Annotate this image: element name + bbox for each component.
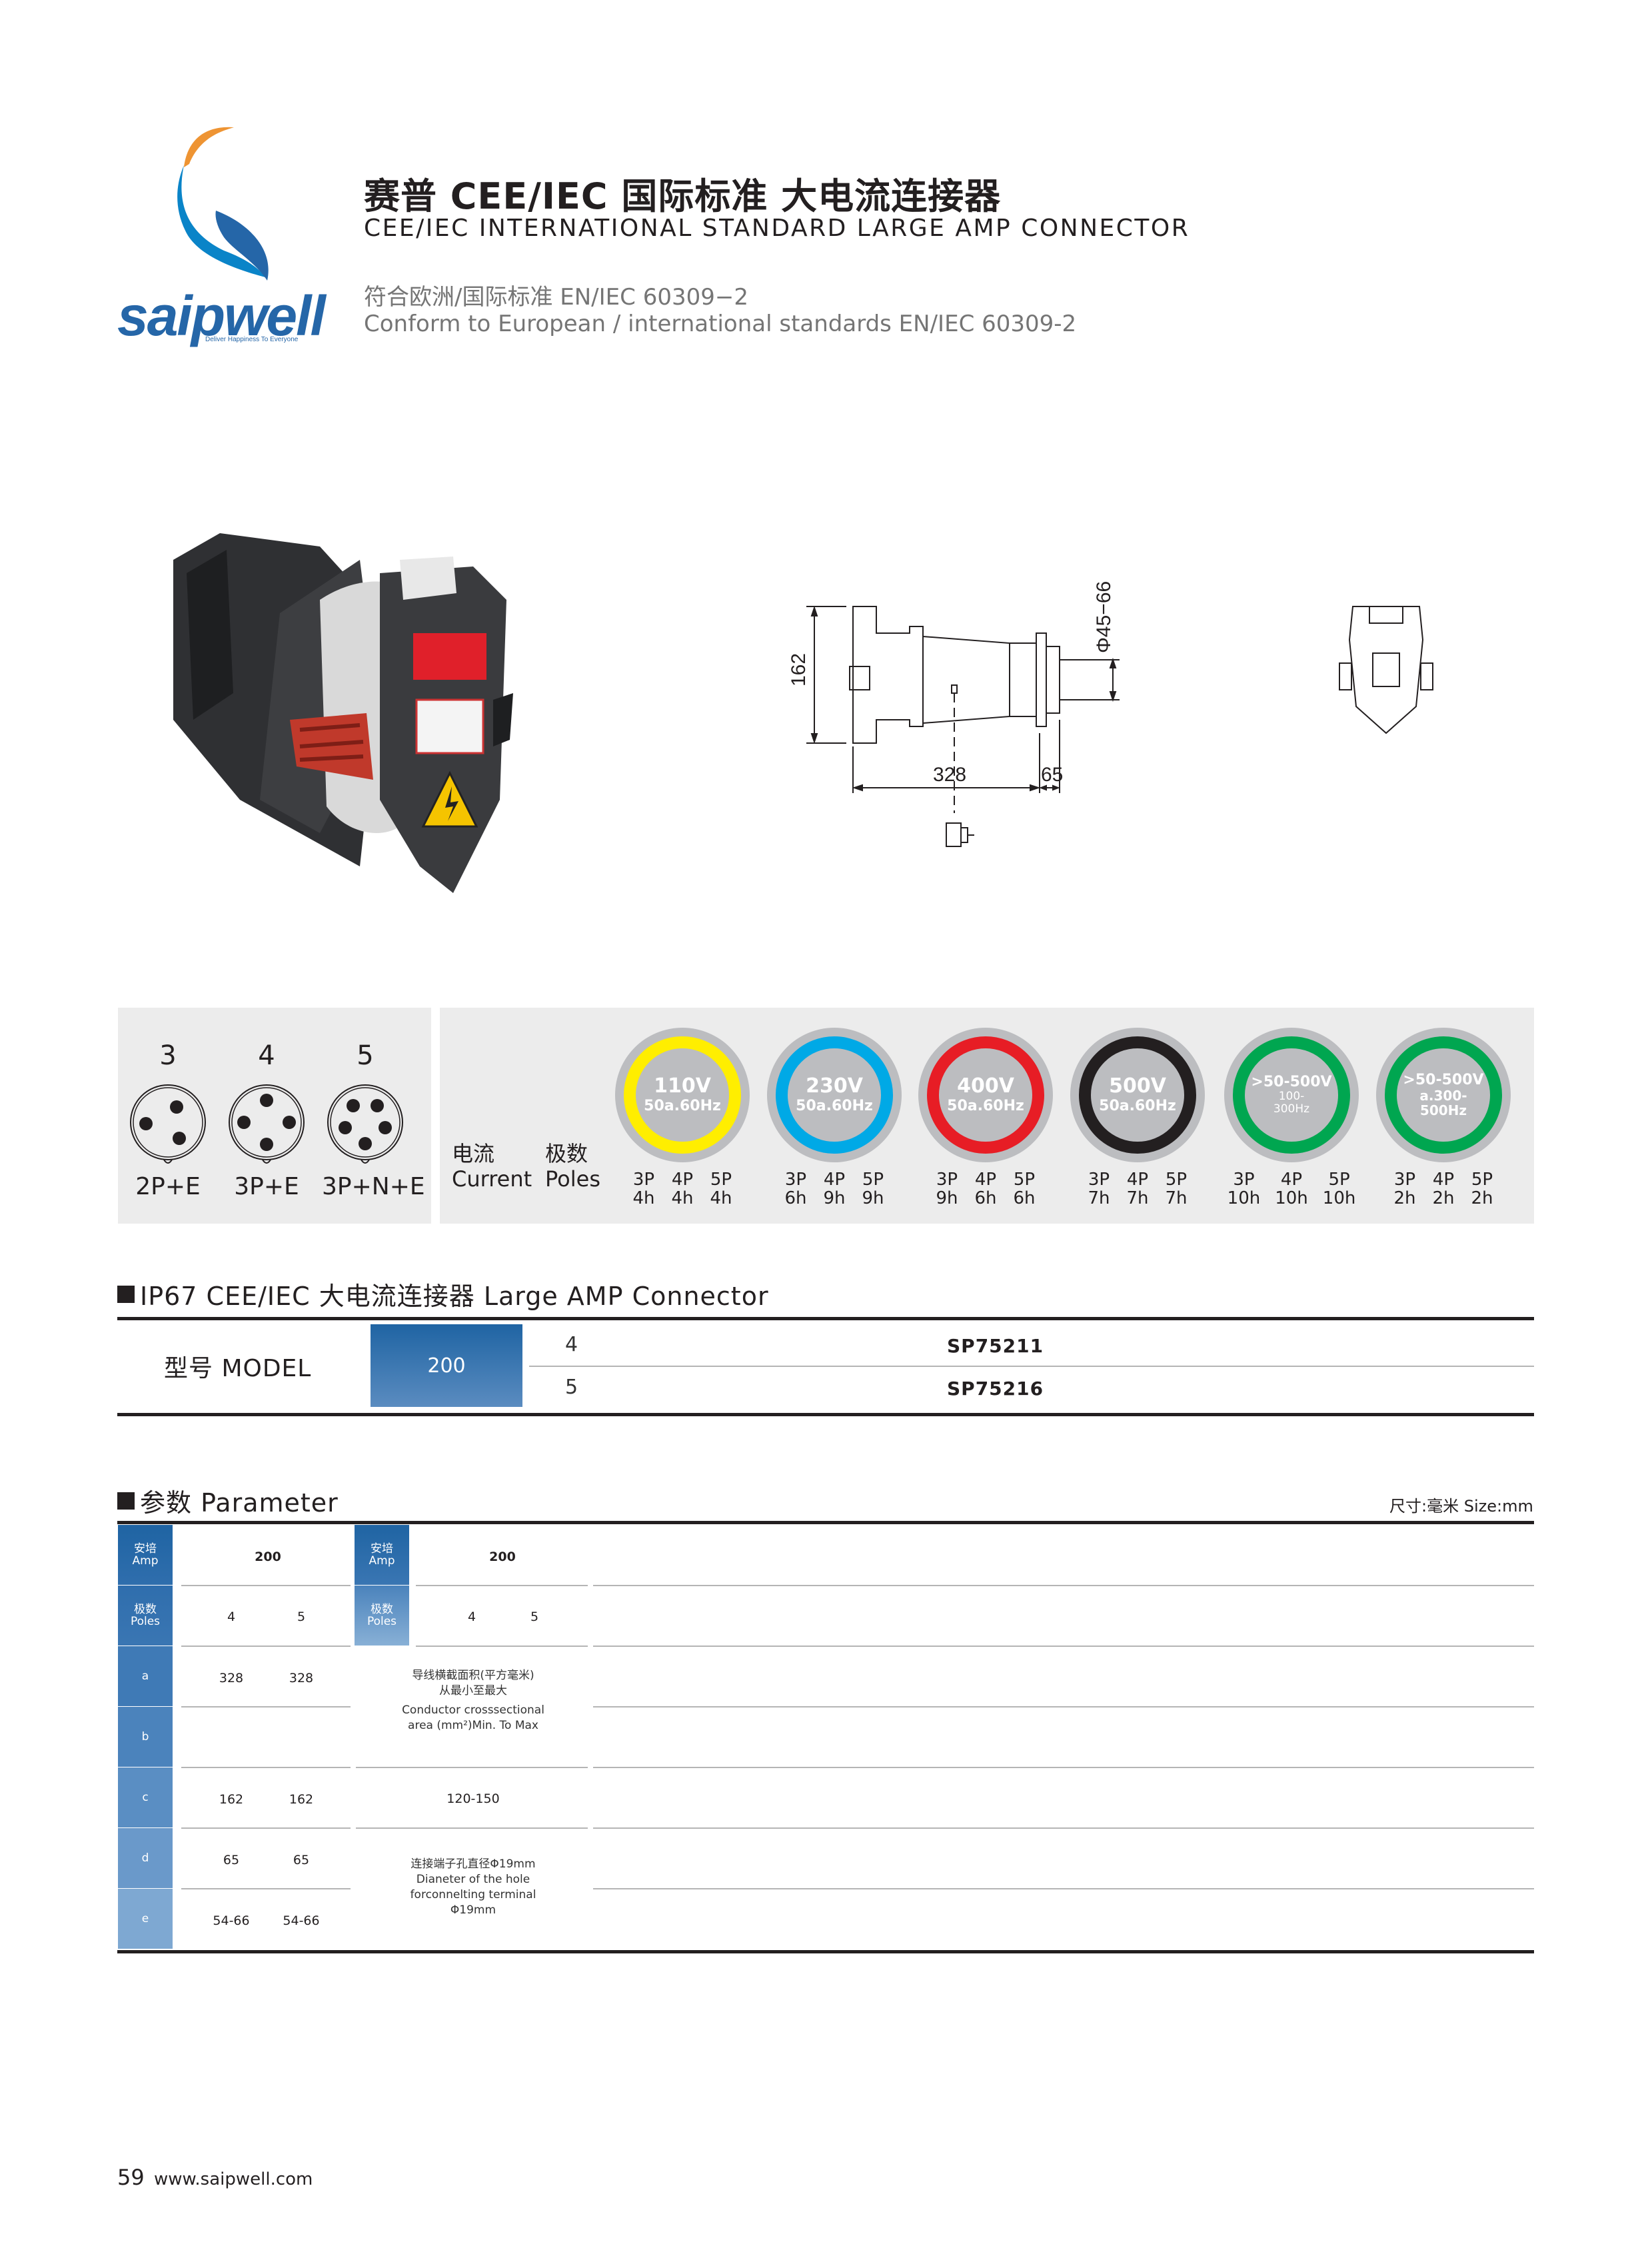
dimension-drawing: 162 328 65 Φ45−66 xyxy=(780,566,1533,886)
param-d-4: 65 xyxy=(223,1853,240,1867)
divider xyxy=(117,1317,1534,1320)
param-pole-5: 5 xyxy=(297,1610,306,1624)
param-header-a: a xyxy=(118,1646,173,1706)
front-dimension: 65 xyxy=(1041,764,1063,786)
param-a-4: 328 xyxy=(219,1671,244,1685)
model-section-title: IP67 CEE/IEC 大电流连接器 Large AMP Connector xyxy=(117,1276,769,1312)
4-pin-socket-icon xyxy=(229,1084,305,1164)
param-c-4: 162 xyxy=(219,1792,244,1807)
divider xyxy=(117,1950,1534,1953)
bird-logo-icon xyxy=(177,127,269,281)
pole-configurations-panel: 3 2P+E 4 3P+E 5 3P+N+E xyxy=(118,1008,431,1224)
size-unit-note: 尺寸:毫米 Size:mm xyxy=(1389,1497,1533,1516)
divider xyxy=(117,1413,1534,1416)
3-pin-socket-icon xyxy=(130,1084,206,1164)
row-divider xyxy=(593,1888,1534,1889)
model-code-sp75211: SP75211 xyxy=(947,1335,1044,1357)
height-dimension: 162 xyxy=(788,653,810,686)
model-code-sp75216: SP75216 xyxy=(947,1378,1044,1400)
conductor-area-note: 导线横截面积(平方毫米) 从最小至最大 Conductor crosssecti… xyxy=(402,1669,544,1732)
5-pin-socket-icon xyxy=(327,1084,403,1164)
website-link[interactable]: www.saipwell.com xyxy=(153,2169,313,2189)
row-divider xyxy=(593,1706,1534,1707)
saipwell-logo: saipwell Deliver Happiness To Everyone xyxy=(117,117,326,347)
row-divider xyxy=(181,1646,351,1647)
row-divider xyxy=(416,1646,588,1647)
param-pole-4-right: 4 xyxy=(467,1610,476,1624)
row-divider xyxy=(356,1767,588,1768)
row-divider xyxy=(181,1706,351,1707)
conductor-area-value: 120-150 xyxy=(446,1791,500,1806)
pole-config-3: 3 2P+E xyxy=(125,1042,211,1200)
param-e-5: 54-66 xyxy=(283,1913,320,1928)
parameter-section-title: 参数 Parameter xyxy=(117,1482,339,1519)
pole-config-5: 5 3P+N+E xyxy=(322,1040,425,1200)
terminal-hole-note: 连接端子孔直径Φ19mm Dianeter of the hole forcon… xyxy=(410,1857,536,1917)
square-bullet-icon xyxy=(117,1285,135,1303)
param-amp-value: 200 xyxy=(255,1550,281,1564)
product-photo xyxy=(160,520,706,893)
param-pole-5-right: 5 xyxy=(530,1610,539,1624)
brand-tagline: Deliver Happiness To Everyone xyxy=(205,336,299,343)
diameter-dimension: Φ45−66 xyxy=(1093,581,1115,653)
param-header-e: e xyxy=(118,1889,173,1949)
param-header-b: b xyxy=(118,1707,173,1767)
row-divider xyxy=(181,1767,351,1768)
param-c-5: 162 xyxy=(289,1792,314,1807)
row-divider xyxy=(593,1646,1534,1647)
pole-count: 5 xyxy=(357,1040,374,1071)
param-amp-value-right: 200 xyxy=(489,1550,516,1564)
param-d-5: 65 xyxy=(293,1853,310,1867)
row-divider xyxy=(356,1827,588,1829)
row-divider xyxy=(181,1888,351,1889)
square-bullet-icon xyxy=(117,1492,135,1510)
model-row-4-poles: 4 xyxy=(565,1333,578,1356)
pole-count: 3 xyxy=(159,1040,177,1071)
connector-image xyxy=(173,533,513,893)
row-divider xyxy=(181,1585,351,1586)
length-dimension: 328 xyxy=(933,764,966,786)
page-title-en: CEE/IEC INTERNATIONAL STANDARD LARGE AMP… xyxy=(364,215,1190,242)
param-a-5: 328 xyxy=(289,1671,314,1685)
pole-config-label: 3P+E xyxy=(234,1173,299,1200)
model-row-5-poles: 5 xyxy=(565,1376,578,1399)
param-pole-4: 4 xyxy=(227,1610,236,1624)
param-header-d: d xyxy=(118,1828,173,1888)
row-divider xyxy=(593,1827,1534,1829)
standard-note-en: Conform to European / international stan… xyxy=(364,311,1077,337)
divider xyxy=(117,1521,1534,1524)
page-title-cn: 赛普 CEE/IEC 国际标准 大电流连接器 xyxy=(364,175,1002,217)
side-view-drawing: 162 328 65 Φ45−66 xyxy=(788,581,1433,847)
row-divider xyxy=(416,1585,588,1586)
row-divider xyxy=(181,1827,351,1829)
pole-config-4: 4 3P+E xyxy=(223,1042,310,1200)
row-divider xyxy=(529,1366,1534,1367)
standard-note-cn: 符合欧洲/国际标准 EN/IEC 60309−2 xyxy=(364,284,748,311)
page-number: 59 xyxy=(117,2165,145,2190)
model-amp-cell: 200 xyxy=(371,1324,522,1407)
page-footer: 59 www.saipwell.com xyxy=(117,2165,313,2190)
pole-config-label: 3P+N+E xyxy=(322,1173,425,1200)
brand-wordmark: saipwell xyxy=(117,285,326,347)
row-divider xyxy=(593,1585,1534,1586)
pole-count: 4 xyxy=(258,1040,275,1071)
pole-config-label: 2P+E xyxy=(135,1173,201,1200)
model-label: 型号 MODEL xyxy=(164,1355,312,1382)
row-divider xyxy=(593,1767,1534,1768)
param-e-4: 54-66 xyxy=(213,1913,250,1928)
param-header-c: c xyxy=(118,1767,173,1827)
